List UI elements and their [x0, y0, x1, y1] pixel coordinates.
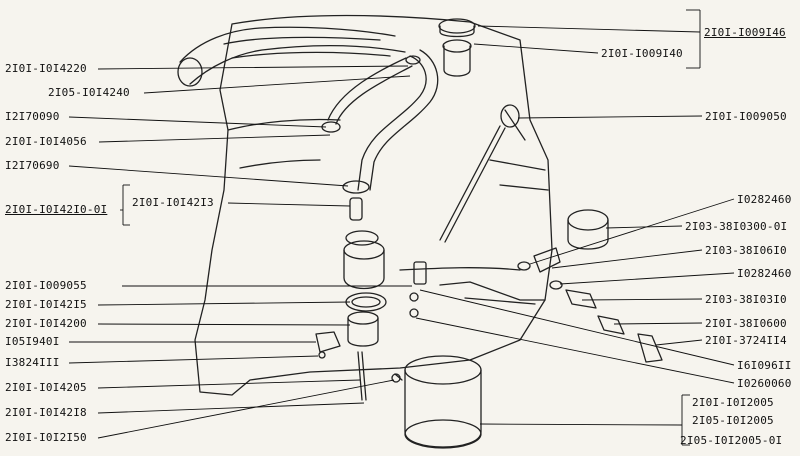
label-2I0I-I0I4200: 2I0I-I0I4200 — [5, 317, 87, 330]
label-2I0I-I0I2I50: 2I0I-I0I2I50 — [5, 431, 87, 444]
label-2I0I-I0I4205: 2I0I-I0I4205 — [5, 381, 87, 394]
label-2I03-38I06I0: 2I03-38I06I0 — [705, 244, 787, 257]
label-2I05-I0I2005: 2I05-I0I2005 — [692, 414, 774, 427]
oil-pressure-sensor — [517, 209, 663, 363]
oil-filler-neck — [438, 18, 476, 77]
label-2I0I-I0I42I8: 2I0I-I0I42I8 — [5, 406, 87, 419]
intake-manifold — [177, 26, 406, 87]
label-I0282460-a: I0282460 — [737, 193, 792, 206]
label-I0260060: I0260060 — [737, 377, 792, 390]
label-I0282460-b: I0282460 — [737, 267, 792, 280]
engine-block-outline — [194, 14, 553, 396]
label-2I0I-I0I42I3: 2I0I-I0I42I3 — [132, 196, 214, 209]
label-I2I70090: I2I70090 — [5, 110, 60, 123]
label-2I0I-I009I46: 2I0I-I009I46 — [704, 26, 786, 39]
label-2I03-38I03I0: 2I03-38I03I0 — [705, 293, 787, 306]
label-I2I70690: I2I70690 — [5, 159, 60, 172]
oil-dipstick — [439, 104, 520, 243]
label-2I0I-I0I42I5: 2I0I-I0I42I5 — [5, 298, 87, 311]
label-2I0I-I0I4056: 2I0I-I0I4056 — [5, 135, 87, 148]
oil-pressure-fittings — [409, 261, 427, 318]
label-2I0I-38I0600: 2I0I-38I0600 — [705, 317, 787, 330]
label-2I03-38I0300-0I: 2I03-38I0300-0I — [685, 220, 788, 233]
label-2I0I-I009055: 2I0I-I009055 — [5, 279, 87, 292]
label-I3824III: I3824III — [5, 356, 60, 369]
label-I6I096II: I6I096II — [737, 359, 792, 372]
hose-clamp-lower — [342, 180, 370, 194]
oil-separator — [315, 197, 387, 401]
label-2I0I-3724II4: 2I0I-3724II4 — [705, 334, 787, 347]
label-2I05-I0I4240: 2I05-I0I4240 — [48, 86, 130, 99]
label-2I0I-I0I2005: 2I0I-I0I2005 — [692, 396, 774, 409]
label-2I0I-I009I40: 2I0I-I009I40 — [601, 47, 683, 60]
breather-hose — [327, 49, 439, 191]
label-I05I940I: I05I940I — [5, 335, 60, 348]
label-2I0I-I0I42I0-0I: 2I0I-I0I42I0-0I — [5, 203, 108, 216]
label-2I0I-I009050: 2I0I-I009050 — [705, 110, 787, 123]
label-2I0I-I0I4220: 2I0I-I0I4220 — [5, 62, 87, 75]
label-2I05-I0I2005-0I: 2I05-I0I2005-0I — [680, 434, 783, 447]
oil-filter — [391, 355, 482, 449]
leader-lines — [68, 9, 735, 446]
